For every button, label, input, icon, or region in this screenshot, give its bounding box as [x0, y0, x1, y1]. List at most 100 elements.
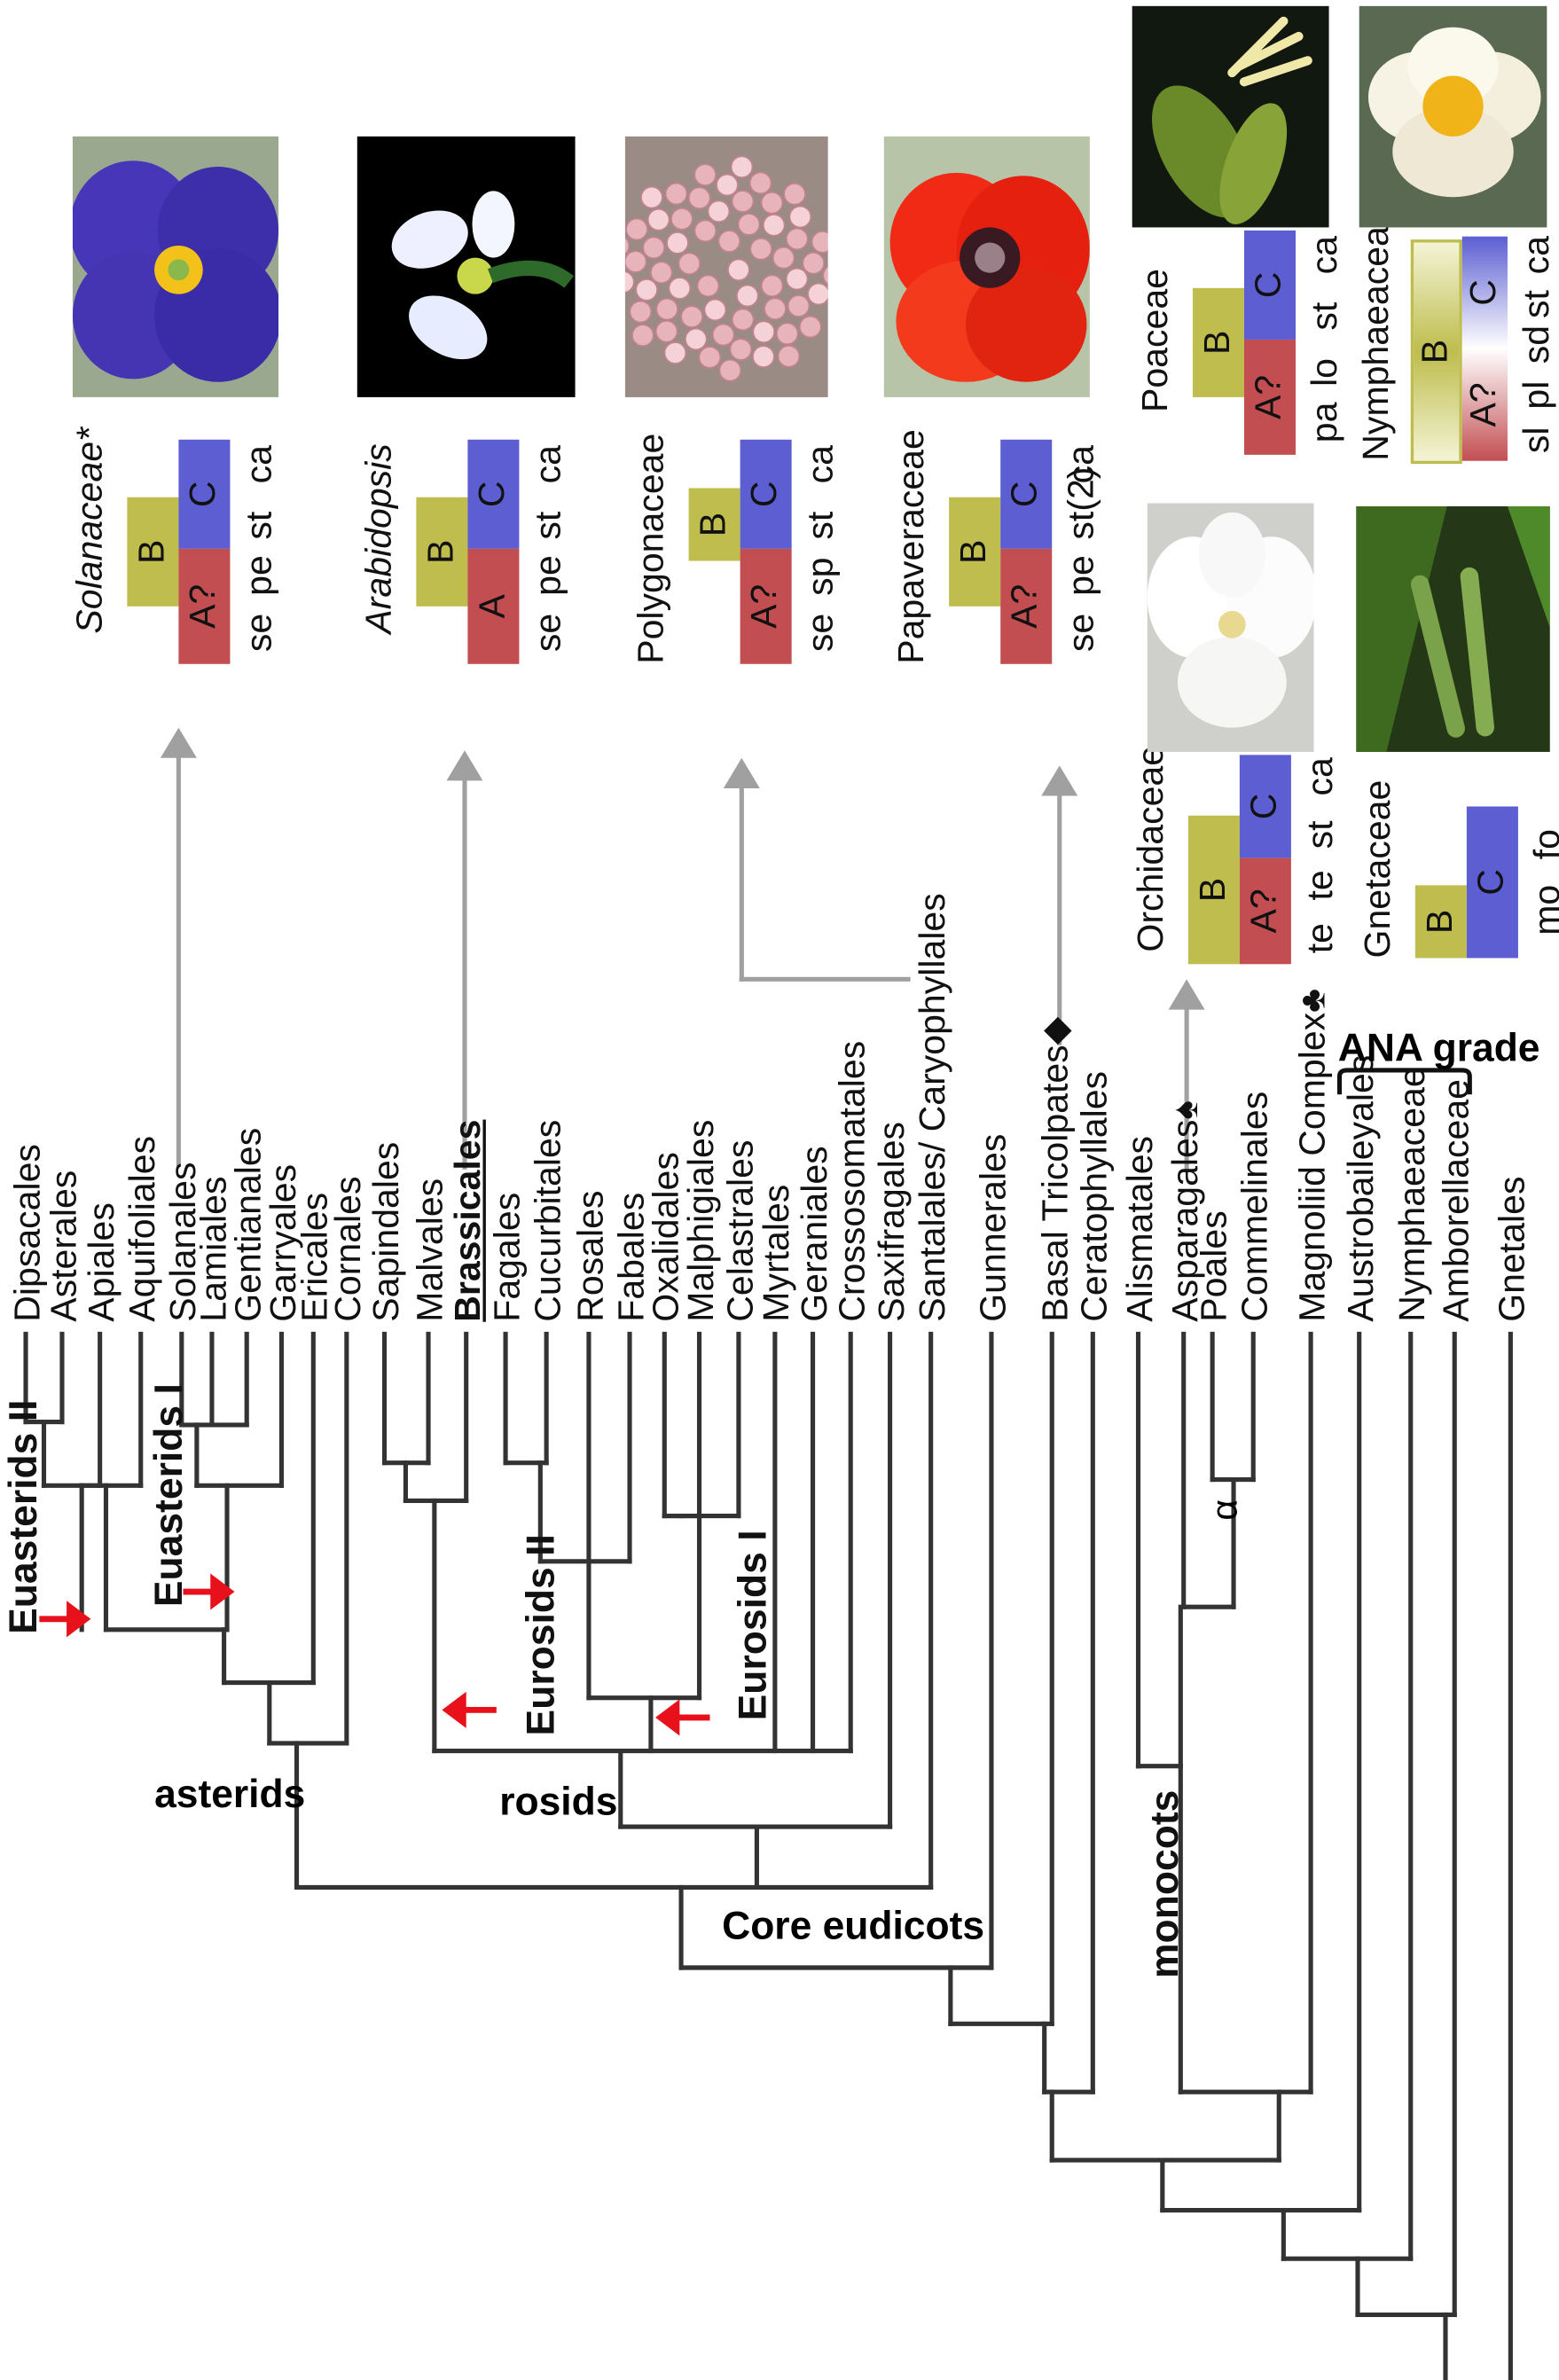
- polygonaceae-photo: [624, 136, 828, 397]
- b-function-label-orchidaceae: B: [1192, 877, 1234, 903]
- c-function-label-papaveraceae: C: [1005, 481, 1046, 508]
- b-function-box-orchidaceae: B: [1187, 815, 1240, 965]
- c-function-box-arabidopsis: C: [467, 439, 520, 549]
- clade-label-core-eudicots: Core eudicots: [722, 1902, 985, 1948]
- grey-arrow-orchidaceae-head: [1168, 979, 1205, 1010]
- solanaceae-photo: [72, 136, 279, 397]
- a-function-label-arabidopsis: A: [472, 594, 513, 619]
- c-function-box-polygonaceae: C: [740, 439, 792, 549]
- order-label-rosales: Rosales: [570, 1190, 612, 1322]
- poaceae-photo: [1132, 5, 1329, 228]
- a-function-label-papaveraceae: A?: [1005, 583, 1046, 629]
- a-function-box-arabidopsis: A: [467, 548, 520, 664]
- order-label-apiales: Apiales: [82, 1202, 123, 1322]
- organ-label-poaceae-0: pa: [1304, 401, 1346, 442]
- nymphaeaceae-photo: [1359, 5, 1547, 228]
- organ-label-papaveraceae-1: pe: [1061, 554, 1102, 595]
- c-function-box-gnetaceae: C: [1466, 806, 1518, 959]
- clade-label-eurosids-ii: Eurosids II: [517, 1534, 563, 1736]
- order-label-sapindales: Sapindales: [366, 1141, 408, 1322]
- order-label-amborellaceae: Amborellaceae: [1436, 1079, 1477, 1322]
- order-label-aquifoliales: Aquifoliales: [122, 1135, 164, 1322]
- a-function-label-polygonaceae: A?: [744, 583, 786, 629]
- clade-label-euasterids-ii: Euasterids II: [0, 1399, 46, 1634]
- order-label-malvales: Malvales: [410, 1178, 451, 1322]
- b-function-box-poaceae: B: [1192, 287, 1244, 397]
- grey-arrow-solanaceae-head: [160, 727, 197, 758]
- clade-label-monocots: monocots: [1140, 1789, 1187, 1978]
- b-function-label-papaveraceae: B: [953, 539, 995, 564]
- c-function-label-gnetaceae: C: [1471, 869, 1513, 896]
- a-function-box-papaveraceae: A?: [1000, 548, 1053, 664]
- family-name-nymphaeaceae: Nymphaeaceae: [1356, 206, 1398, 461]
- order-label-cornales: Cornales: [328, 1176, 370, 1322]
- order-label-ceratophyllales: Ceratophyllales: [1074, 1070, 1116, 1322]
- a-function-box-orchidaceae: A?: [1239, 857, 1291, 965]
- family-name-papaveraceae: Papaveraceae: [891, 429, 933, 664]
- family-name-gnetaceae: Gnetaceae: [1357, 779, 1399, 959]
- order-label-cucurbitales: Cucurbitales: [528, 1119, 569, 1322]
- c-function-box-solanaceae: C: [178, 439, 231, 549]
- a-function-box-poaceae: A?: [1243, 339, 1297, 455]
- b-function-box-polygonaceae: B: [688, 488, 740, 561]
- a-function-label-solanaceae: A?: [183, 583, 224, 629]
- c-function-label-nymphaeaceae: C: [1463, 279, 1505, 306]
- organ-label-poaceae-3: ca: [1304, 235, 1346, 274]
- a-function-label-orchidaceae: A?: [1243, 889, 1286, 934]
- organ-label-solanaceae-1: pe: [239, 554, 280, 595]
- organ-label-orchidaceae-1: te: [1300, 870, 1342, 901]
- family-name-arabidopsis: Arabidopsis: [358, 443, 400, 634]
- organ-label-nymphaeaceae-3: st: [1516, 290, 1558, 319]
- organ-label-nymphaeaceae-4: ca: [1516, 235, 1558, 275]
- organ-label-arabidopsis-1: pe: [528, 554, 569, 595]
- b-function-label-nymphaeaceae: B: [1414, 339, 1456, 364]
- clade-label-asterids: asterids: [154, 1770, 306, 1817]
- order-label-gunnerales: Gunnerales: [973, 1133, 1015, 1322]
- family-name-poaceae: Poaceae: [1135, 269, 1177, 412]
- b-function-label-solanaceae: B: [131, 539, 173, 564]
- organ-label-poaceae-2: st: [1304, 301, 1346, 330]
- c-function-label-solanaceae: C: [183, 481, 224, 508]
- clade-label-eurosids-i: Eurosids I: [729, 1530, 775, 1721]
- organ-label-solanaceae-2: st: [239, 510, 280, 539]
- family-name-polygonaceae: Polygonaceae: [631, 433, 672, 664]
- order-label-alismatales: Alismatales: [1120, 1135, 1162, 1322]
- family-name-orchidaceae: Orchidaceae: [1130, 745, 1172, 952]
- red-arrow-eurosids-ii: [442, 1691, 497, 1728]
- grey-arrow-papaveraceae-head: [1041, 765, 1078, 796]
- order-label-commelinales: Commelinales: [1234, 1091, 1276, 1322]
- b-function-label-gnetaceae: B: [1419, 909, 1461, 935]
- c-function-label-orchidaceae: C: [1243, 793, 1286, 820]
- clade-label-euasterids-i: Euasterids I: [145, 1383, 192, 1608]
- c-function-box-papaveraceae: C: [1000, 439, 1053, 549]
- order-label-austrobaileyales: Austrobaileyales: [1341, 1054, 1383, 1322]
- alpha-label: α: [1204, 1499, 1246, 1521]
- order-label-brassicales: Brassicales: [448, 1119, 490, 1322]
- a-function-box-solanaceae: A?: [178, 548, 231, 664]
- organ-label-solanaceae-3: ca: [239, 444, 280, 483]
- b-function-box-solanaceae: B: [127, 497, 179, 607]
- c-function-label-polygonaceae: C: [744, 481, 786, 508]
- order-label-fagales: Fagales: [487, 1192, 529, 1322]
- organ-label-orchidaceae-0: te: [1300, 922, 1342, 953]
- organ-label-gnetaceae-1: fo: [1527, 829, 1559, 860]
- grey-arrow-polygonaceae-head: [723, 757, 760, 788]
- red-arrow-euasterids-i: [183, 1573, 235, 1610]
- organ-label-papaveraceae-3: ca: [1061, 444, 1102, 483]
- order-label-magnoliid: Magnoliid Complex♣: [1292, 988, 1334, 1322]
- order-label-gnetales: Gnetales: [1492, 1176, 1533, 1322]
- organ-label-polygonaceae-1: sp: [800, 556, 842, 595]
- organ-label-papaveraceae-0: se: [1061, 612, 1102, 652]
- organ-label-nymphaeaceae-2: sd: [1516, 325, 1558, 364]
- order-label-asterales: Asterales: [43, 1170, 85, 1322]
- b-function-label-poaceae: B: [1197, 330, 1239, 356]
- order-label-nymphaeaceae: Nymphaeaceae: [1392, 1067, 1434, 1322]
- c-function-box-nymphaeaceae: C: [1461, 236, 1508, 349]
- organ-label-nymphaeaceae-1: pl: [1516, 380, 1558, 409]
- order-label-crossosomatales: Crossosomatales: [832, 1040, 874, 1322]
- order-label-basal_tricolpates: Basal Tricolpates◆: [1035, 1016, 1077, 1322]
- c-function-label-arabidopsis: C: [472, 481, 513, 508]
- organ-label-arabidopsis-2: st: [528, 510, 569, 539]
